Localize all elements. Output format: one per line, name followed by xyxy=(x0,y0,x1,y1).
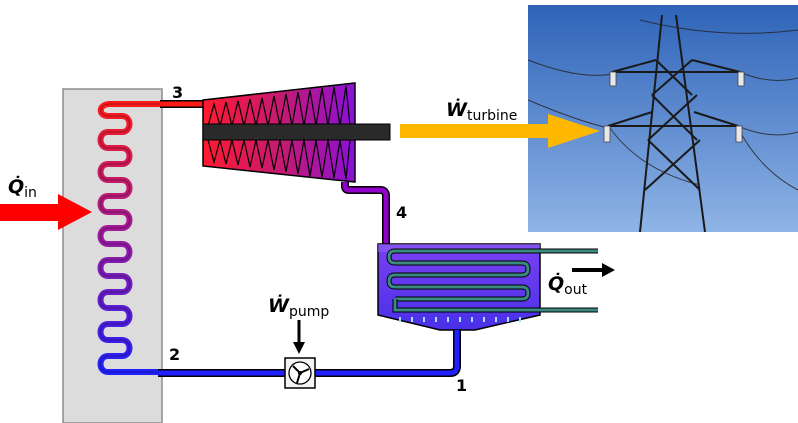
heat-out-arrow xyxy=(572,263,615,277)
turbine xyxy=(202,82,391,183)
turbine-shaft xyxy=(202,123,391,141)
heat-out-label: Q̇out xyxy=(548,273,588,298)
pump-work-arrow xyxy=(293,320,305,354)
state-1-label: 1 xyxy=(456,376,467,395)
heat-in-label: Q̇in xyxy=(8,176,37,201)
work-out-arrow xyxy=(400,114,600,148)
work-pump-label: Ẇpump xyxy=(268,293,329,320)
power-pylon-photo xyxy=(527,5,798,233)
state-4-label: 4 xyxy=(396,203,407,222)
heat-in-arrow xyxy=(0,194,92,230)
boiler-coil xyxy=(97,101,162,375)
pump-fan-icon xyxy=(284,357,316,389)
work-turbine-label: Ẇturbine xyxy=(446,97,517,124)
boiler xyxy=(62,88,163,423)
state-2-label: 2 xyxy=(169,345,180,364)
condenser xyxy=(377,243,598,331)
state-3-label: 3 xyxy=(172,83,183,102)
